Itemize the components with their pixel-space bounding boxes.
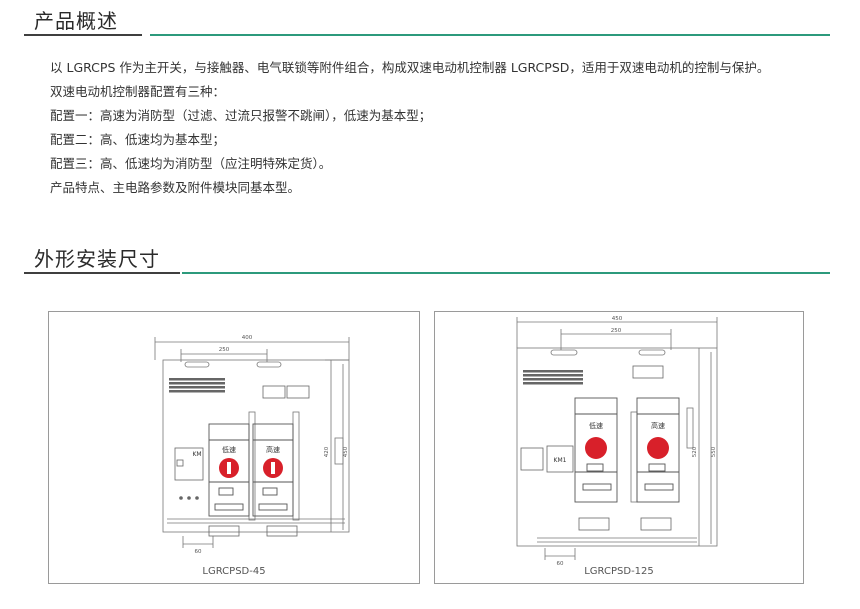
contactor-low <box>574 397 618 503</box>
mounting-plate <box>516 347 718 547</box>
title-underline <box>24 272 180 274</box>
red-button <box>585 437 607 459</box>
dim-label: 60 <box>557 561 564 567</box>
dimension-drawing-125: 450 250 60 520 550 低速 高速 KM1 <box>516 316 718 567</box>
km-label: KM1 <box>554 457 567 464</box>
dim-label: 250 <box>611 328 622 334</box>
diagram-caption: LGRCPSD-125 <box>584 566 654 577</box>
intro-text: 以 LGRCPS 作为主开关，与接触器、电气联锁等附件组合，构成双速电动机控制器… <box>24 56 832 200</box>
section-title: 产品概述 <box>34 9 118 33</box>
red-button <box>647 437 669 459</box>
dim-label: 450 <box>612 316 623 322</box>
diagram-caption: LGRCPSD-45 <box>202 566 266 577</box>
config-line: 配置二：高、低速均为基本型； <box>50 132 226 147</box>
config-line: 配置一：高速为消防型（过滤、过流只报警不跳闸），低速为基本型； <box>50 108 432 123</box>
config-line: 双速电动机控制器配置有三种： <box>50 84 226 99</box>
high-speed-label: 高速 <box>651 421 665 430</box>
dimension-drawing-45: 400 250 60 420 450 低速 高速 KM <box>154 335 350 555</box>
section-header-overview: 产品概述 <box>24 8 830 36</box>
diagram-panel-125: 450 250 60 520 550 低速 高速 KM1 LGRCPSD-125 <box>434 311 804 584</box>
section-header-dimensions: 外形安装尺寸 <box>24 246 830 274</box>
mounting-plate <box>162 359 350 533</box>
diagram-panel-45: 400 250 60 420 450 低速 高速 KM LGRCPSD-45 <box>48 311 420 584</box>
low-speed-label: 低速 <box>222 445 236 454</box>
km-label: KM <box>192 451 201 458</box>
dim-label: 420 <box>324 446 330 457</box>
dim-label: 250 <box>219 347 230 353</box>
contactor-high <box>636 397 680 503</box>
km-module <box>174 447 204 481</box>
title-underline <box>24 34 142 36</box>
divider-line <box>182 272 830 274</box>
dim-label: 60 <box>195 549 202 555</box>
divider-line <box>150 34 830 36</box>
low-speed-label: 低速 <box>589 421 603 430</box>
high-speed-label: 高速 <box>266 445 280 454</box>
dim-label: 450 <box>343 446 349 457</box>
contactor-high <box>252 423 294 517</box>
contactor-low <box>208 423 250 517</box>
dim-label: 550 <box>711 446 717 457</box>
config-line: 配置三：高、低速均为消防型（应注明特殊定货）。 <box>50 156 332 171</box>
config-line: 产品特点、主电路参数及附件模块同基本型。 <box>50 180 301 195</box>
dim-label: 520 <box>692 446 698 457</box>
section-title: 外形安装尺寸 <box>34 247 160 271</box>
intro-paragraph: 以 LGRCPS 作为主开关，与接触器、电气联锁等附件组合，构成双速电动机控制器… <box>50 60 770 75</box>
km-module <box>520 447 544 471</box>
dim-label: 400 <box>242 335 253 341</box>
